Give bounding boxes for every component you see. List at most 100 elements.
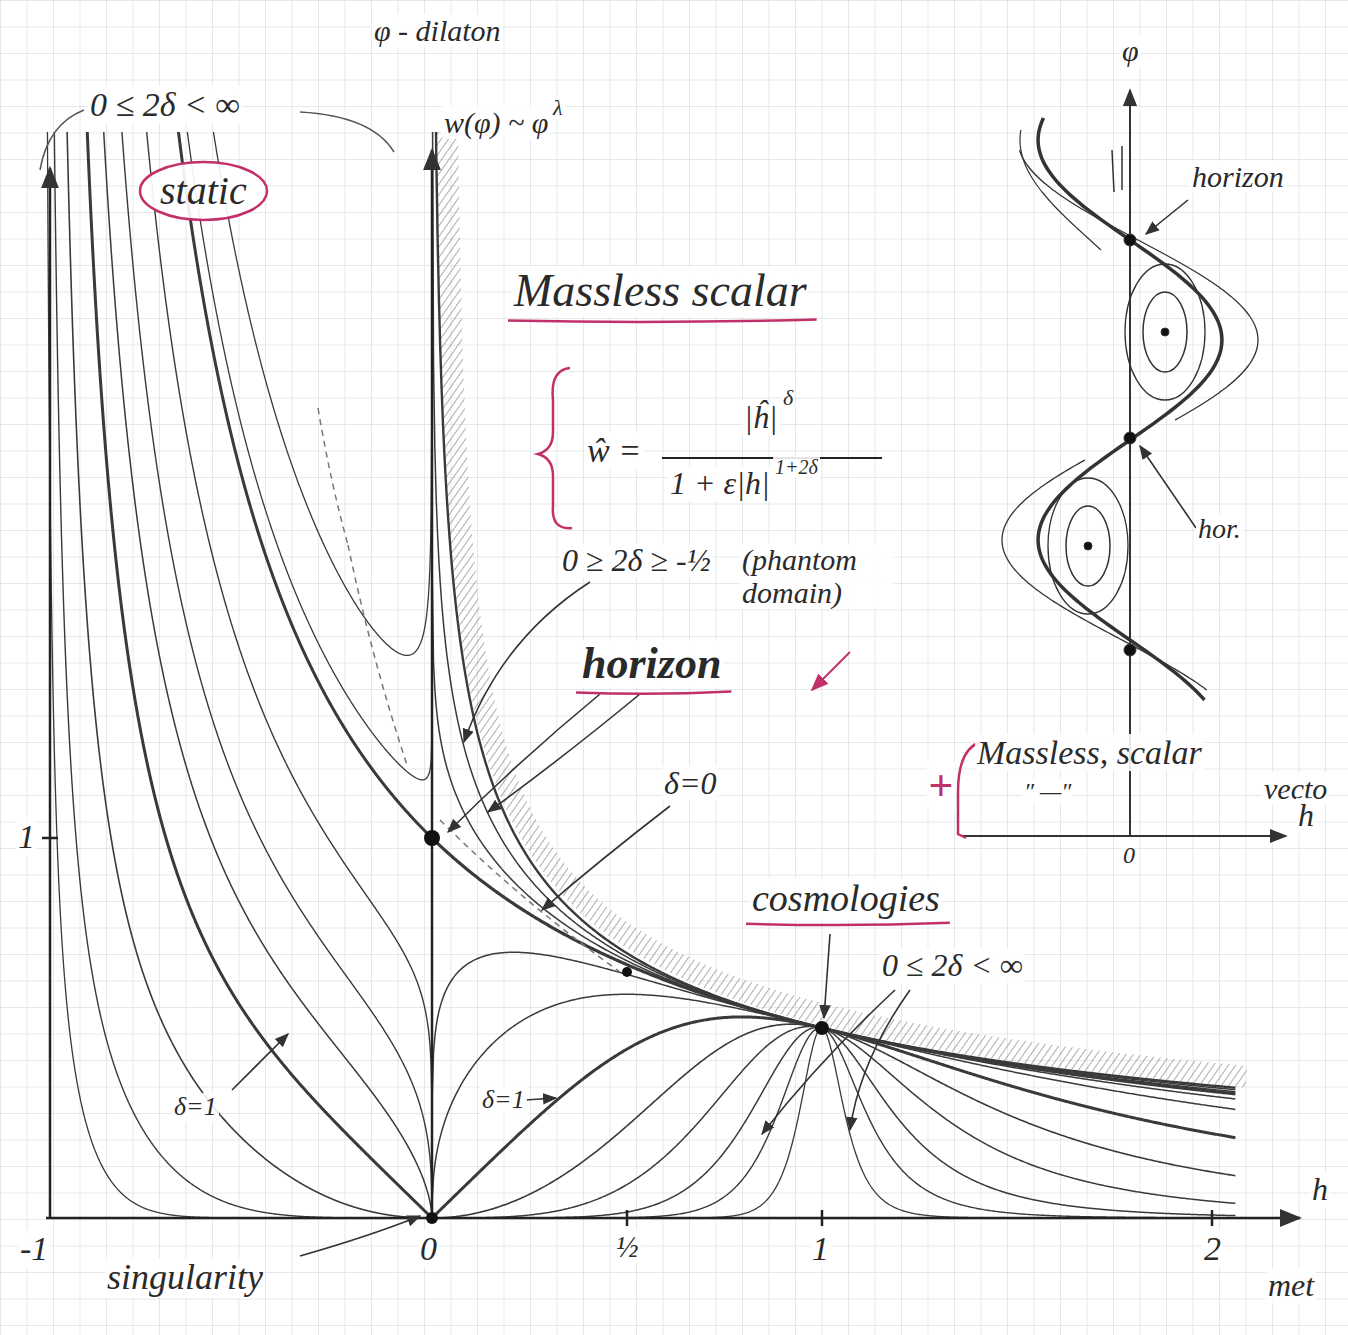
fraction-bar bbox=[662, 457, 882, 459]
legend-note: Massless, scalar bbox=[975, 734, 1204, 771]
formula-brace bbox=[538, 368, 572, 528]
static-curve bbox=[157, 132, 432, 838]
axes bbox=[42, 837, 58, 840]
axes bbox=[431, 150, 434, 1218]
range-label: 0 ≤ 2δ < ∞ bbox=[880, 948, 1025, 983]
static-curve bbox=[53, 132, 432, 1218]
curve-label: δ=1 bbox=[480, 1086, 527, 1115]
inset-portrait bbox=[1084, 542, 1092, 550]
inset-portrait bbox=[1124, 644, 1136, 656]
separatrix-curve bbox=[1002, 460, 1207, 690]
axis-title: φ - dilaton bbox=[372, 14, 503, 47]
inset-portrait bbox=[1112, 150, 1114, 192]
plus-sign: + bbox=[926, 762, 955, 810]
range-bracket bbox=[40, 110, 84, 170]
formula-numerator: |ĥ| bbox=[742, 400, 780, 435]
inset-portrait bbox=[1124, 432, 1136, 444]
cosmology-curve bbox=[432, 132, 1235, 1090]
static-curve bbox=[131, 132, 432, 1096]
pink-underlines bbox=[508, 320, 950, 925]
axis-tick: 1 bbox=[810, 1230, 831, 1267]
cosmology-curve bbox=[432, 952, 1235, 1099]
leader-lines bbox=[850, 990, 910, 1130]
leader-lines bbox=[232, 1034, 288, 1090]
axis-tick: -1 bbox=[18, 1230, 50, 1267]
leader-lines bbox=[525, 1098, 556, 1100]
point-label: singularity bbox=[105, 1258, 265, 1298]
cosmology-curve bbox=[432, 1024, 1235, 1218]
axis-tick: 2 bbox=[1202, 1230, 1223, 1267]
inset-portrait bbox=[962, 835, 1286, 837]
axis-title: φ bbox=[1120, 34, 1141, 67]
cosmology-curve bbox=[432, 838, 1235, 1094]
ditto-mark: ″ —″ bbox=[1022, 778, 1073, 804]
inset-portrait bbox=[1124, 234, 1136, 246]
leader-lines bbox=[824, 934, 830, 1018]
static-curve bbox=[64, 132, 432, 1218]
node-text: static bbox=[160, 169, 247, 213]
cosmology-curve bbox=[432, 1027, 1235, 1218]
curve-label: horizon bbox=[580, 640, 723, 688]
dashed-guides bbox=[440, 820, 620, 972]
range-bracket bbox=[300, 112, 394, 152]
axis-tick: 1 bbox=[16, 818, 37, 855]
point-label: horizon bbox=[1190, 160, 1286, 193]
leader-lines bbox=[300, 1216, 420, 1256]
potential-label: w(φ) ~ φ bbox=[442, 106, 550, 139]
leader-lines bbox=[448, 694, 600, 832]
section-title: Massless scalar bbox=[512, 266, 809, 317]
exponent: 1+2δ bbox=[773, 456, 820, 478]
cosmology-curve bbox=[432, 1027, 1235, 1218]
leader-lines bbox=[762, 990, 895, 1134]
cosmology-curve bbox=[432, 994, 1235, 1200]
inset-portrait bbox=[1066, 506, 1110, 586]
leader-lines bbox=[488, 694, 640, 812]
inset-portrait bbox=[1125, 264, 1205, 400]
static-curve bbox=[81, 132, 432, 1218]
dashed-guides bbox=[318, 408, 348, 545]
pink-underline bbox=[508, 320, 817, 322]
inset-portrait bbox=[1161, 328, 1169, 336]
pink-arrow bbox=[812, 652, 850, 690]
formula-denominator: 1 + ε|h| bbox=[668, 466, 772, 501]
leader-lines bbox=[1146, 200, 1188, 234]
separatrix-curve bbox=[1020, 130, 1101, 250]
axes bbox=[821, 1210, 824, 1226]
leader-lines bbox=[542, 806, 670, 910]
inset-portrait bbox=[1121, 146, 1123, 190]
exponent: δ bbox=[781, 386, 795, 410]
formula-lhs: ŵ = bbox=[585, 432, 643, 469]
inset-portrait bbox=[1002, 118, 1258, 700]
range-label: 0 ≥ 2δ ≥ -½ bbox=[560, 543, 713, 578]
static-curve bbox=[94, 132, 432, 1214]
range-label: 0 ≤ 2δ < ∞ bbox=[88, 86, 242, 123]
static-curve bbox=[110, 132, 432, 1191]
curve-label: δ=0 bbox=[662, 766, 718, 801]
exponent: λ bbox=[551, 96, 565, 120]
points bbox=[426, 1212, 438, 1224]
axis-title: met bbox=[1266, 1268, 1316, 1303]
solution-curves bbox=[47, 132, 1236, 1218]
section-title: cosmologies bbox=[750, 878, 942, 920]
axes bbox=[46, 1217, 1300, 1220]
inset-portrait bbox=[958, 90, 1286, 838]
inset-portrait bbox=[1048, 478, 1128, 614]
pink-underline bbox=[576, 691, 731, 693]
static-curve bbox=[47, 132, 432, 1218]
pink-underline bbox=[746, 923, 950, 925]
cosmology-curve bbox=[432, 572, 1235, 1092]
curve-label: δ=1 bbox=[172, 1093, 219, 1122]
axis-title: h bbox=[1310, 1172, 1330, 1207]
axis-tick: 0 bbox=[1121, 842, 1137, 868]
point-label: hor. bbox=[1196, 514, 1243, 545]
cosmology-curve bbox=[432, 1028, 1235, 1218]
points bbox=[424, 830, 440, 846]
dashed-guides bbox=[348, 545, 408, 768]
static-curve bbox=[164, 132, 432, 780]
leader-lines bbox=[232, 200, 1196, 1256]
inset-portrait bbox=[1143, 292, 1187, 372]
axis-tick: ½ bbox=[614, 1230, 641, 1263]
axes bbox=[42, 150, 1300, 1226]
